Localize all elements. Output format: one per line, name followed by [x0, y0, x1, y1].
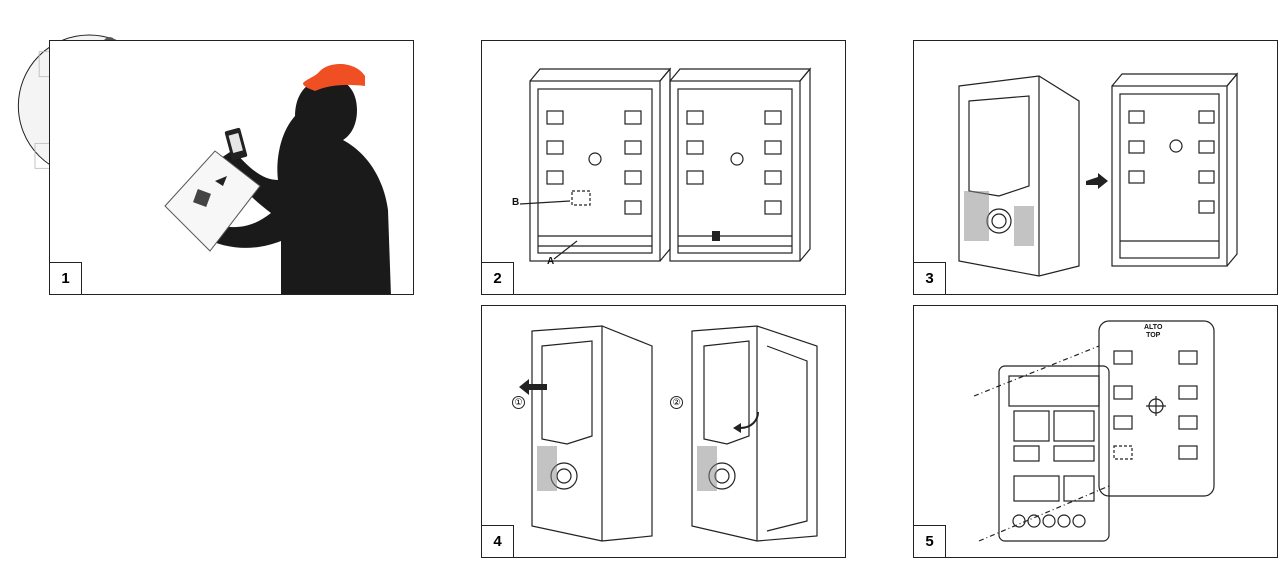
step-circle-1: ① [512, 396, 525, 409]
mount-internals-illustration [973, 320, 1215, 542]
panel-3-unit-and-box: 3 [913, 40, 1278, 295]
panel-4-remove-cover: ① ② 4 [481, 305, 846, 558]
callout-b: B [512, 197, 520, 208]
step-number-2: 2 [482, 262, 514, 294]
panel-1-scan-qr: 1 [49, 40, 414, 295]
step-number-5: 5 [914, 525, 946, 557]
step-number-4: 4 [482, 525, 514, 557]
step-number-3: 3 [914, 262, 946, 294]
step-circle-2: ② [670, 396, 683, 409]
panel-5-mount-internals: ALTO TOP 5 [913, 305, 1278, 558]
unit-and-box-illustration [958, 72, 1239, 277]
remove-cover-illustration [519, 325, 818, 542]
step-number-1: 1 [50, 262, 82, 294]
scan-qr-illustration [164, 64, 391, 294]
callout-a: A [547, 256, 555, 267]
top-marking: ALTO TOP [1144, 324, 1163, 339]
back-box-illustration [519, 67, 812, 262]
arrow-icon [519, 379, 547, 395]
arrow-icon [1086, 173, 1108, 189]
panel-2-back-box: B A 2 [481, 40, 846, 295]
